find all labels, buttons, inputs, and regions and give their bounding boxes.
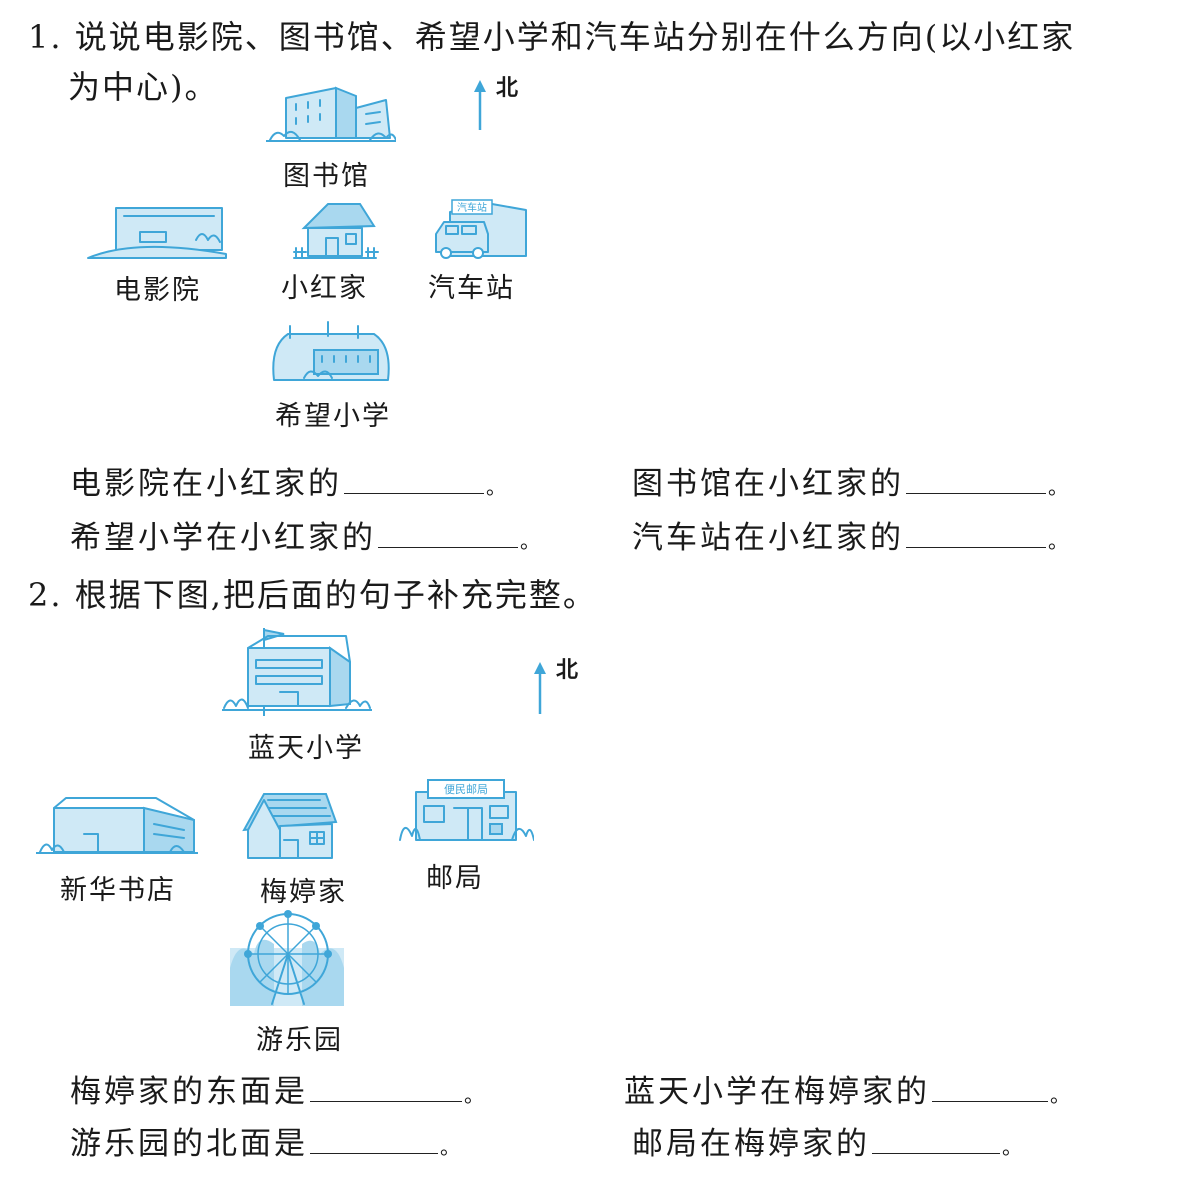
library-label: 图书馆: [283, 161, 370, 192]
q1-prompt-1: 说说电影院、图书馆、希望小学和汽车站分别在什么方向(以小红家: [74, 18, 1076, 56]
school-label: 希望小学: [275, 401, 391, 432]
school-building-icon: [222, 628, 372, 716]
bus-station-label: 汽车站: [428, 273, 515, 304]
bookstore-label: 新华书店: [60, 875, 176, 906]
q1-title-line2: 为中心)。: [68, 68, 219, 106]
q2-sentence-2: 蓝天小学在梅婷家的。: [624, 1074, 1073, 1110]
answer-blank-3[interactable]: [378, 546, 518, 548]
answer-blank-8[interactable]: [872, 1152, 1000, 1154]
home-label: 小红家: [281, 273, 368, 304]
q2-number: 2.: [28, 576, 63, 614]
q1-number: 1.: [28, 18, 63, 56]
answer-blank-5[interactable]: [310, 1100, 462, 1102]
cinema-label: 电影院: [114, 275, 201, 306]
answer-blank-7[interactable]: [310, 1152, 438, 1154]
answer-blank-6[interactable]: [932, 1100, 1048, 1102]
q2-title: 2. 根据下图,把后面的句子补充完整。: [28, 570, 597, 616]
north-label: 北: [556, 657, 579, 683]
house-icon: [293, 203, 379, 259]
q2-sentence-3: 游乐园的北面是。: [70, 1126, 463, 1162]
answer-blank-4[interactable]: [906, 546, 1046, 548]
north-label: 北: [496, 75, 519, 101]
north-arrow-icon: [534, 662, 546, 714]
q1-title-line1: 1. 说说电影院、图书馆、希望小学和汽车站分别在什么方向(以小红家: [28, 12, 1075, 58]
q2-sentence-4: 邮局在梅婷家的。: [632, 1126, 1025, 1162]
answer-blank-2[interactable]: [906, 492, 1046, 494]
answer-blank-1[interactable]: [344, 492, 484, 494]
school-label: 蓝天小学: [248, 733, 364, 764]
house-icon: [242, 793, 338, 859]
q2-prompt: 根据下图,把后面的句子补充完整。: [74, 576, 597, 614]
park-label: 游乐园: [256, 1025, 343, 1056]
bus-station-icon: 汽车站: [435, 199, 527, 259]
school-building-icon: [272, 321, 390, 381]
cinema-building-icon: [87, 207, 227, 259]
bus-station-sign: 汽车站: [457, 201, 487, 214]
q1-sentence-2: 图书馆在小红家的。: [632, 466, 1071, 502]
post-office-sign: 便民邮局: [444, 783, 488, 796]
bookstore-building-icon: [36, 797, 198, 854]
q2-sentence-1: 梅婷家的东面是。: [70, 1074, 487, 1110]
post-office-label: 邮局: [426, 863, 484, 894]
post-office-building-icon: 便民邮局: [399, 779, 534, 841]
q1-sentence-3: 希望小学在小红家的。: [70, 520, 543, 556]
q1-sentence-4: 汽车站在小红家的。: [632, 520, 1071, 556]
library-building-icon: [266, 86, 396, 142]
ferris-wheel-icon: [230, 910, 344, 1006]
north-arrow-icon: [474, 80, 486, 130]
home-label: 梅婷家: [260, 877, 347, 908]
q1-sentence-1: 电影院在小红家的。: [70, 466, 509, 502]
